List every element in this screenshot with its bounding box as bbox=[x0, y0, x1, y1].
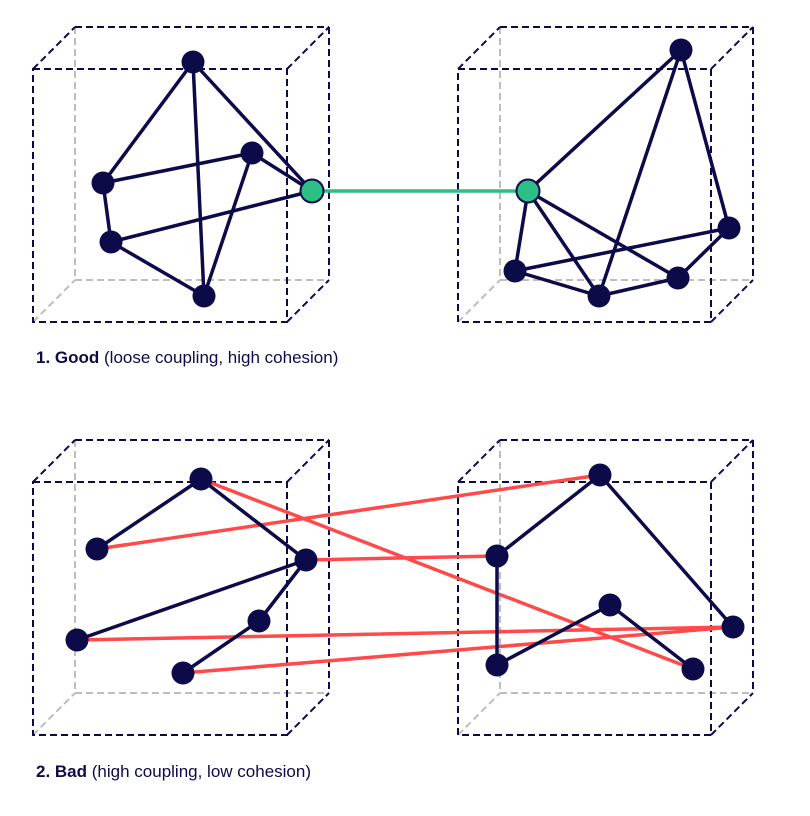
module-box-bad-left bbox=[32, 439, 330, 736]
box-hidden-edge bbox=[32, 692, 76, 736]
interface-node-bi bbox=[515, 178, 541, 204]
edge-a1-a5 bbox=[191, 60, 206, 298]
caption-bad: 2. Bad (high coupling, low cohesion) bbox=[36, 762, 311, 782]
node-a4 bbox=[99, 230, 123, 254]
edge-c3-c4 bbox=[75, 558, 308, 642]
edge-c1-c3 bbox=[199, 477, 308, 562]
node-b3 bbox=[503, 259, 527, 283]
node-c4 bbox=[65, 628, 89, 652]
node-d3 bbox=[598, 593, 622, 617]
node-d6 bbox=[681, 657, 705, 681]
bad-coupling-link-c6-d5 bbox=[181, 625, 735, 675]
box-edge bbox=[457, 26, 501, 70]
node-d5 bbox=[721, 615, 745, 639]
node-a3 bbox=[91, 171, 115, 195]
edge-a3-a2 bbox=[101, 151, 254, 185]
node-d2 bbox=[485, 544, 509, 568]
node-c6 bbox=[171, 661, 195, 685]
node-d4 bbox=[485, 653, 509, 677]
node-b5 bbox=[666, 266, 690, 290]
box-edge bbox=[286, 279, 330, 323]
bad-coupling-link-c2-d1 bbox=[95, 473, 602, 551]
node-b4 bbox=[587, 284, 611, 308]
box-hidden-edge bbox=[457, 692, 501, 736]
box-edge bbox=[286, 26, 330, 70]
edge-a4-ai bbox=[109, 189, 314, 244]
caption-good-label: 1. Good bbox=[36, 348, 100, 367]
caption-good: 1. Good (loose coupling, high cohesion) bbox=[36, 348, 338, 368]
bad-coupling-link-c3-d2 bbox=[304, 554, 499, 562]
cross-module-links bbox=[75, 189, 735, 675]
edge-bi-b5 bbox=[526, 189, 680, 280]
node-c2 bbox=[85, 537, 109, 561]
node-b2 bbox=[717, 216, 741, 240]
edge-b3-b2 bbox=[513, 226, 731, 273]
caption-good-description: (loose coupling, high cohesion) bbox=[99, 348, 339, 367]
node-a5 bbox=[192, 284, 216, 308]
box-front-face bbox=[457, 481, 712, 736]
box-edge bbox=[457, 439, 501, 483]
internal-edges bbox=[75, 48, 735, 675]
interface-node-ai bbox=[299, 178, 325, 204]
edge-b3-b4 bbox=[513, 269, 601, 298]
module-box-good-right bbox=[457, 26, 754, 323]
edge-d1-d2 bbox=[495, 473, 602, 558]
edge-d3-d6 bbox=[608, 603, 695, 671]
edge-b1-b4 bbox=[597, 48, 683, 298]
edge-d1-d5 bbox=[598, 473, 735, 629]
box-hidden-edge bbox=[457, 279, 501, 323]
node-c1 bbox=[189, 467, 213, 491]
edge-d4-d3 bbox=[495, 603, 612, 667]
box-edge bbox=[286, 439, 330, 483]
caption-bad-description: (high coupling, low cohesion) bbox=[87, 762, 311, 781]
nodes bbox=[65, 38, 745, 685]
edge-b1-bi bbox=[526, 48, 683, 193]
edge-a4-a5 bbox=[109, 240, 206, 298]
edge-c5-c6 bbox=[181, 619, 261, 675]
edge-c1-c2 bbox=[95, 477, 203, 551]
module-boxes bbox=[32, 26, 754, 736]
box-edge bbox=[32, 439, 76, 483]
bad-coupling-link-c1-d6 bbox=[199, 477, 695, 671]
edge-a1-ai bbox=[191, 60, 314, 193]
node-a2 bbox=[240, 141, 264, 165]
box-edge bbox=[710, 439, 754, 483]
edge-bi-b4 bbox=[526, 189, 601, 298]
box-hidden-edge bbox=[32, 279, 76, 323]
edge-b5-b2 bbox=[676, 226, 731, 280]
edge-b1-b2 bbox=[679, 48, 731, 230]
caption-bad-label: 2. Bad bbox=[36, 762, 88, 781]
node-a1 bbox=[181, 50, 205, 74]
box-edge bbox=[710, 26, 754, 70]
box-front-face bbox=[32, 481, 288, 736]
box-front-face bbox=[457, 68, 712, 323]
bad-coupling-link-c4-d5 bbox=[75, 625, 735, 642]
node-c3 bbox=[294, 548, 318, 572]
box-edge bbox=[32, 26, 76, 70]
node-b1 bbox=[669, 38, 693, 62]
box-front-face bbox=[32, 68, 288, 323]
edge-a1-a3 bbox=[101, 60, 195, 185]
edge-a2-a5 bbox=[202, 151, 254, 298]
edge-c3-c5 bbox=[257, 558, 308, 623]
box-edge bbox=[286, 692, 330, 736]
node-d1 bbox=[588, 463, 612, 487]
edge-b4-b5 bbox=[597, 276, 680, 298]
node-c5 bbox=[247, 609, 271, 633]
box-edge bbox=[710, 279, 754, 323]
box-edge bbox=[710, 692, 754, 736]
edge-bi-b3 bbox=[513, 189, 530, 273]
